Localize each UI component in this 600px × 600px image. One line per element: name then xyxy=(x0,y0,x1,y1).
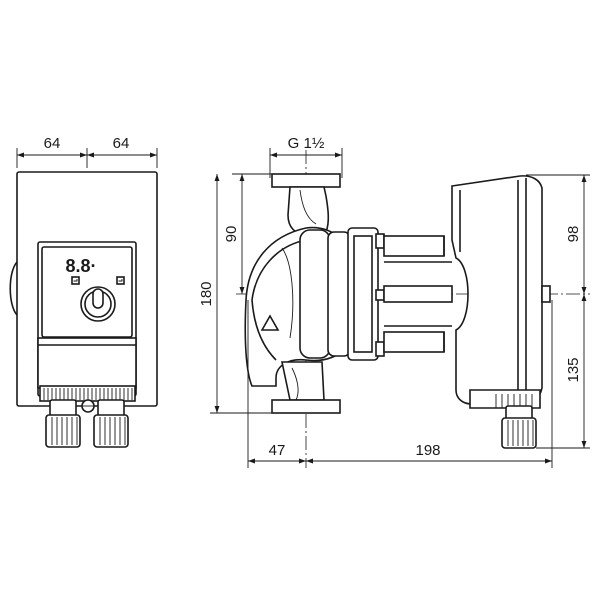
dim-total-height: 180 xyxy=(198,281,215,306)
led-right xyxy=(116,276,125,285)
bottom-flange xyxy=(271,399,341,414)
dimension-180: 180 xyxy=(198,174,272,414)
flow-arrow-icon xyxy=(260,314,280,331)
bottom-neck xyxy=(281,361,325,401)
dim-axis-top-flange: 90 xyxy=(223,226,240,243)
side-terminal-base xyxy=(469,389,541,409)
side-cable-gland xyxy=(501,405,537,449)
motor-housing xyxy=(451,175,543,405)
top-flange xyxy=(271,173,341,188)
volute-ring xyxy=(299,229,331,359)
motor-flange xyxy=(327,231,351,357)
port-thread-dimension: G 1½ xyxy=(269,135,343,178)
cable-gland-left xyxy=(45,399,81,448)
terminal-box xyxy=(37,337,137,389)
front-width-dimension: 64 64 xyxy=(16,135,158,168)
motor-rods xyxy=(383,235,453,353)
dim-port-thread: G 1½ xyxy=(288,135,325,152)
dim-front-right: 64 xyxy=(113,135,130,152)
led-left xyxy=(71,276,80,285)
front-view: 64 64 8.8· xyxy=(9,135,158,448)
dim-top-motor-axis: 98 xyxy=(565,226,582,243)
display-digits: 8.8· xyxy=(65,256,96,276)
control-knob xyxy=(80,286,116,322)
dimension-bottom-horizontal: 47 198 xyxy=(247,300,553,468)
dim-axis-bottom: 135 xyxy=(565,357,582,382)
motor-flange-plate xyxy=(347,227,379,361)
dim-flange-axis: 47 xyxy=(269,442,286,459)
top-neck xyxy=(287,186,330,235)
dimension-90: 90 xyxy=(223,173,272,294)
front-ribbed-base xyxy=(39,385,136,402)
side-view: G 1½ xyxy=(198,135,590,468)
ground-screw xyxy=(81,399,95,413)
dim-axis-motor-end: 198 xyxy=(415,442,440,459)
cable-gland-right xyxy=(93,399,129,448)
front-housing-bulge xyxy=(9,261,18,316)
dimension-98: 98 xyxy=(526,174,590,294)
dim-front-left: 64 xyxy=(44,135,61,152)
motor-end-cap xyxy=(541,285,551,303)
dimension-135: 135 xyxy=(536,294,590,449)
